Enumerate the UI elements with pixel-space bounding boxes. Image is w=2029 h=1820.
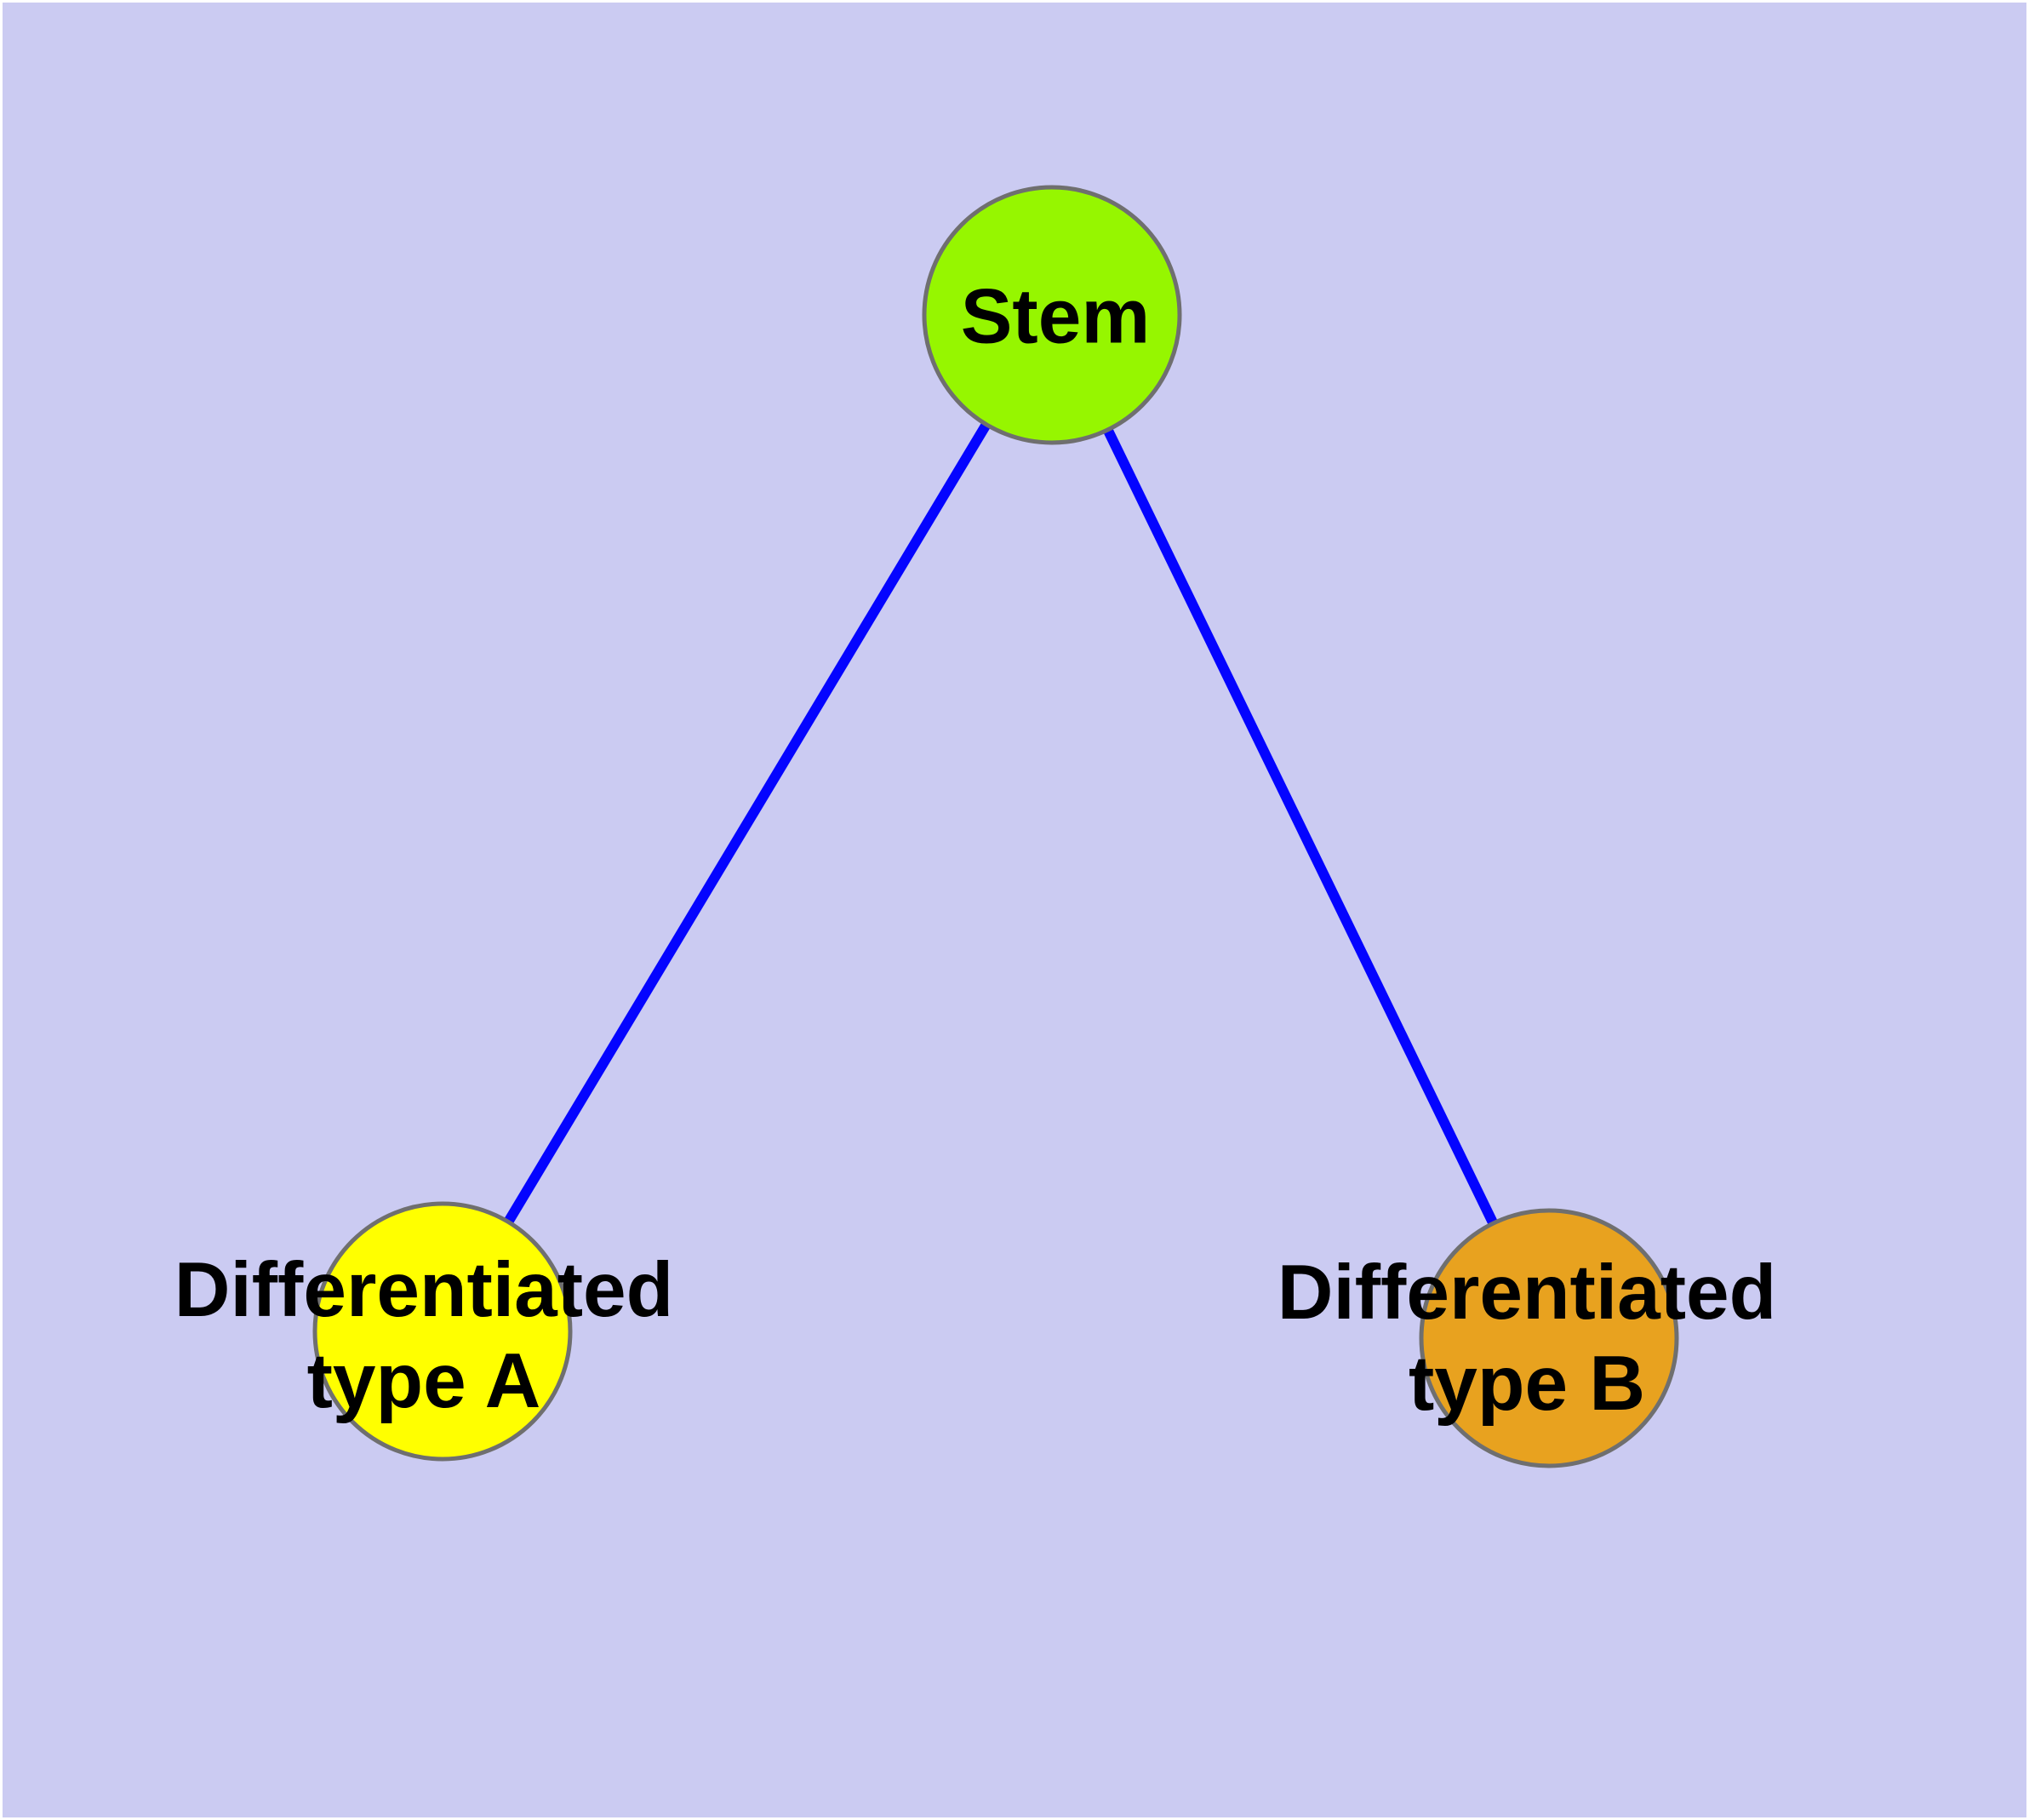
edge-stem-to-type-b (1047, 312, 1554, 1341)
node-type-b-label-line1: Differentiated (1277, 1250, 1777, 1336)
node-type-a-label: Differentiated type A (174, 1245, 674, 1427)
graph-canvas: Stem Differentiated type A Differentiate… (3, 3, 2026, 1817)
graph-svg (3, 3, 2026, 1817)
node-type-b-label-line2: type B (1408, 1341, 1646, 1427)
node-type-b-circle (1419, 1208, 1679, 1468)
node-stem-label: Stem (961, 272, 1151, 363)
node-type-a-circle (312, 1201, 573, 1462)
node-type-a-label-line2: type A (306, 1338, 541, 1424)
node-stem-label-text: Stem (960, 273, 1151, 360)
edge-stem-to-type-a (437, 312, 1057, 1335)
node-type-a-label-line1: Differentiated (174, 1247, 674, 1333)
node-stem-circle (922, 185, 1182, 445)
node-type-b-label: Differentiated type B (1277, 1247, 1777, 1429)
